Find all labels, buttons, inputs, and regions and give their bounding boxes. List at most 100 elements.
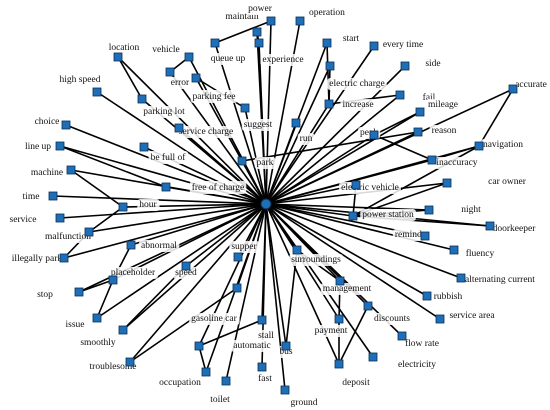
node-service_charge: [174, 123, 184, 133]
node-reason: [413, 127, 423, 137]
node-label-night: night: [461, 205, 481, 215]
node-label-be_full_of: be full of: [151, 152, 187, 163]
node-label-accurate: accurate: [515, 80, 547, 90]
edge-hub-deposit: [265, 203, 340, 365]
node-time: [48, 191, 58, 201]
node-free_of_charge: [161, 182, 171, 192]
node-label-power_station: power station: [362, 210, 414, 220]
node-label-bg-power_station: [360, 209, 416, 221]
edge-hub-service_area: [265, 203, 441, 320]
node-label-bg-machine: [28, 167, 66, 179]
edge-power-queue_up: [214, 20, 272, 44]
node-label-bg-reason: [429, 125, 459, 137]
node-label-bg-discounts: [372, 313, 413, 325]
node-label-service_area: service area: [449, 311, 495, 321]
node-stop: [74, 287, 84, 297]
node-label-bg-power: [246, 3, 275, 15]
node-label-power: power: [248, 4, 273, 14]
node-park: [237, 156, 247, 166]
node-label-fast: fast: [258, 373, 272, 384]
edge-hub-issue: [96, 203, 267, 319]
node-label-location: location: [109, 43, 140, 53]
node-label-bg-run: [297, 133, 315, 145]
edge-mileage-peak: [373, 111, 421, 136]
node-label-run: run: [300, 134, 313, 144]
node-issue: [92, 313, 102, 323]
edge-line_up-free_of_charge: [59, 145, 167, 188]
node-label-occupation: occupation: [159, 378, 201, 388]
edge-hub-line_up: [59, 145, 267, 205]
edge-stall-automatic: [198, 319, 263, 347]
edge-hub-operation: [265, 20, 301, 205]
node-label-doorkeeper: doorkeeper: [493, 224, 537, 234]
node-label-bg-smoothly: [78, 337, 118, 349]
node-label-bg-toilet: [208, 394, 233, 406]
edge-hub-illegally_park: [63, 203, 267, 259]
node-label-bg-queue_up: [208, 53, 248, 65]
node-label-every_time: every time: [383, 40, 423, 50]
node-label-service: service: [10, 215, 37, 225]
node-label-alternating_current: alternating current: [465, 275, 535, 285]
node-label-bg-suggest: [241, 119, 275, 131]
node-payment: [334, 314, 344, 324]
node-label-bg-car_owner: [486, 176, 529, 188]
node-service_area: [435, 314, 445, 324]
node-bus: [281, 341, 291, 351]
node-label-reminder: reminder: [395, 230, 430, 240]
edge-discounts-deposit: [338, 305, 369, 365]
edge-start-increase: [326, 42, 330, 105]
node-label-bg-stop: [35, 289, 56, 301]
node-label-bg-supper: [229, 241, 260, 253]
node-supper: [233, 252, 243, 262]
node-label-bg-electricity: [396, 359, 439, 371]
node-label-machine: machine: [31, 168, 63, 178]
node-label-navigation: navigation: [483, 140, 523, 150]
node-increase: [324, 99, 334, 109]
node-label-parking_fee: parking fee: [193, 91, 236, 102]
node-label-rubbish: rubbish: [434, 292, 463, 302]
node-label-bg-parking_lot: [141, 106, 188, 118]
node-parking_lot: [137, 94, 147, 104]
node-label-bg-parking_fee: [190, 90, 238, 103]
node-label-bg-time: [20, 191, 42, 203]
node-power_station: [348, 211, 358, 221]
node-label-experience: experience: [262, 55, 303, 65]
node-label-line_up: line up: [25, 142, 51, 152]
node-label-bg-occupation: [157, 377, 204, 389]
node-abnormal: [126, 240, 136, 250]
node-high_speed: [92, 87, 102, 97]
node-placeholder: [108, 275, 118, 285]
node-label-bg-fast: [256, 372, 275, 385]
edge-hub-rubbish: [265, 203, 428, 297]
node-label-bg-speed: [173, 267, 200, 279]
edge-hub-increase: [265, 103, 330, 205]
node-label-toilet: toilet: [210, 395, 230, 405]
node-label-deposit: deposit: [342, 378, 370, 388]
node-maintain: [252, 27, 262, 37]
node-label-queue_up: queue up: [211, 54, 246, 64]
node-occupation: [201, 367, 211, 377]
node-label-bg-fluency: [463, 247, 497, 260]
node-label-bg-placeholder: [108, 267, 158, 279]
node-label-service_charge: service charge: [179, 127, 233, 137]
node-label-hour: hour: [139, 200, 157, 210]
edge-hub-fluency: [265, 203, 455, 251]
node-label-electricity: electricity: [398, 360, 436, 370]
node-electric_charge: [325, 61, 335, 71]
node-fail: [395, 90, 405, 100]
node-label-bg-experience: [260, 54, 306, 66]
node-label-malfunction: malfunction: [45, 231, 91, 242]
node-illegally_park: [59, 253, 69, 263]
node-label-bg-vehicle: [150, 44, 182, 56]
node-label-bg-alternating_current: [463, 274, 538, 286]
node-label-bg-payment: [312, 325, 350, 337]
node-accurate: [508, 84, 518, 94]
node-discounts: [363, 301, 373, 311]
node-label-bg-gasoline_car: [189, 313, 240, 325]
node-label-bg-surroundings: [289, 254, 344, 266]
node-label-bg-increase: [340, 99, 376, 111]
node-speed: [181, 261, 191, 271]
node-start: [322, 38, 332, 48]
edge-hub-troublesome: [129, 203, 267, 363]
node-label-gasoline_car: gasoline car: [191, 314, 237, 324]
